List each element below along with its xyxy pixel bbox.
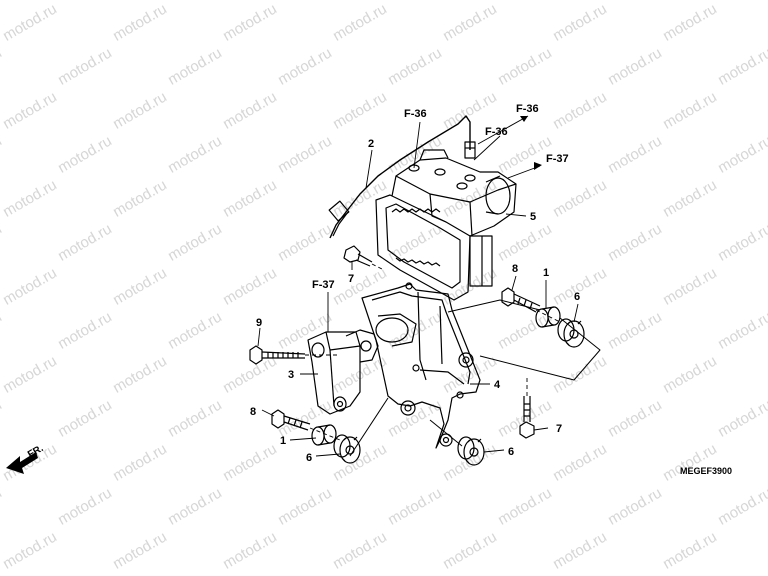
- callout-5: 5: [530, 211, 536, 223]
- reference-f36-right-upper: F-36: [516, 103, 539, 115]
- reference-f36-top: F-36: [404, 108, 427, 120]
- callout-4: 4: [494, 379, 501, 391]
- assembly-guide-lines: [349, 299, 601, 457]
- callout-6-left: 6: [306, 452, 312, 464]
- bolt-7-bottom: [519, 396, 535, 439]
- callout-7-top: 7: [348, 273, 354, 285]
- collar-1-right: [535, 306, 561, 328]
- bolt-9: [249, 345, 306, 365]
- leader-lines: [257, 115, 579, 457]
- diagram-code: MEGEF3900: [680, 466, 732, 476]
- bolt-8-left: [271, 409, 311, 431]
- callout-3: 3: [288, 369, 294, 381]
- reference-arrowheads: [520, 116, 542, 170]
- rubber-mount-6-bottom: [457, 436, 485, 466]
- callout-9: 9: [256, 317, 262, 329]
- bolt-7-top: [343, 245, 373, 267]
- reference-f36-right-lower: F-36: [485, 126, 508, 138]
- brake-pipe: [328, 115, 476, 239]
- callout-8-left: 8: [250, 406, 256, 418]
- callout-6-right: 6: [574, 291, 580, 303]
- front-indicator-label: FR.: [26, 443, 46, 461]
- reference-f37-right: F-37: [546, 153, 569, 165]
- callout-6-bottom: 6: [508, 446, 514, 458]
- rubber-mount-6-left: [333, 434, 361, 464]
- callout-1-left: 1: [280, 435, 286, 447]
- reference-f37-left: F-37: [312, 279, 335, 291]
- callout-8-right: 8: [512, 263, 518, 275]
- callout-7-bottom: 7: [556, 423, 562, 435]
- clamp-block: [307, 329, 379, 415]
- front-arrow-icon: [6, 452, 38, 474]
- mounting-bracket: [361, 282, 481, 449]
- assembly-centerlines: [305, 263, 561, 441]
- collar-1-left: [311, 424, 337, 446]
- callout-1-right: 1: [543, 267, 549, 279]
- callout-2: 2: [368, 138, 374, 150]
- rubber-mount-6-right: [557, 318, 585, 348]
- abs-modulator: [375, 149, 517, 301]
